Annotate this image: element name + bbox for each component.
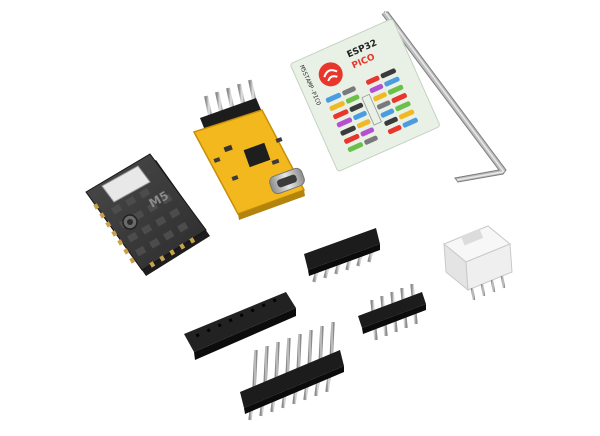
m5stamp-pico-module: M5 xyxy=(85,153,210,276)
sticker-chip-outline xyxy=(361,93,382,126)
header-long-left xyxy=(184,292,296,368)
usb-c-programmer-board xyxy=(192,79,306,220)
led-component xyxy=(223,144,233,153)
module-window xyxy=(101,165,151,203)
hex-wrench xyxy=(381,11,507,183)
header-long-bottom xyxy=(240,321,344,421)
grove-connector xyxy=(443,225,513,301)
header-right xyxy=(358,283,426,341)
module-castellations xyxy=(93,203,196,268)
header-small-top xyxy=(304,228,380,283)
programmer-chip xyxy=(243,142,271,168)
pinout-sticker: ESP32 PICO M5STAMP-PICO xyxy=(290,18,440,172)
sticker-pin-labels xyxy=(325,68,418,152)
usb-c-port xyxy=(269,167,305,195)
espressif-logo-icon xyxy=(318,62,343,87)
